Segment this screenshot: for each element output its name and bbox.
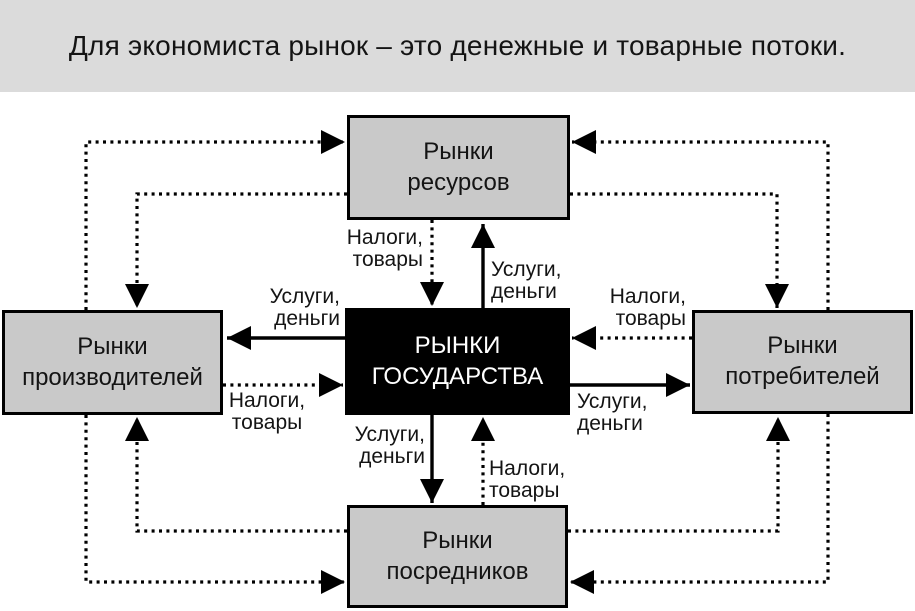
box-resources-label-line1: Рынки [423, 137, 494, 165]
box-resources-markets: Рынки ресурсов [347, 115, 570, 220]
arrow-producers-to-intermediaries-dotted [84, 415, 345, 594]
box-consumers-label-line2: потребителей [725, 363, 880, 390]
page-title: Для экономиста рынок – это денежные и то… [68, 30, 847, 61]
box-intermediaries-markets: Рынки посредников [347, 505, 568, 608]
box-producers-markets: Рынки производителей [2, 310, 223, 415]
arrow-intermediaries-to-producers-dotted [125, 417, 347, 533]
label-consumers-to-state: Налоги, товары [609, 285, 686, 330]
arrow-resources-to-producers-dotted [125, 192, 347, 308]
label-intermediaries-to-state: Налоги, товары [489, 457, 566, 502]
arrow-producers-to-resources-dotted [84, 130, 345, 310]
label-producers-to-state: Налоги, товары [228, 389, 306, 434]
label-state-to-producers: Услуги, деньги [269, 285, 340, 330]
label-state-to-consumers: Услуги, деньги [577, 390, 648, 435]
box-consumers-markets: Рынки потребителей [692, 310, 913, 414]
box-consumers-label-line1: Рынки [767, 332, 838, 360]
box-intermediaries-label-line2: посредников [386, 557, 529, 585]
arrow-consumers-to-intermediaries-dotted [570, 414, 830, 594]
label-state-to-resources: Услуги, деньги [491, 258, 562, 303]
label-state-to-intermediaries: Услуги, деньги [354, 423, 425, 468]
title-banner: Для экономиста рынок – это денежные и то… [0, 0, 915, 92]
box-producers-label-line1: Рынки [77, 332, 148, 360]
box-state-markets: РЫНКИ ГОСУДАРСТВА [345, 308, 570, 415]
box-state-label-line2: ГОСУДАРСТВА [371, 362, 544, 390]
box-producers-label-line2: производителей [22, 363, 203, 391]
box-intermediaries-label-line1: Рынки [422, 526, 493, 554]
label-resources-to-state: Налоги, товары [346, 226, 423, 271]
box-resources-label-line2: ресурсов [407, 168, 510, 196]
arrow-intermediaries-to-consumers-dotted [568, 417, 790, 533]
arrow-resources-to-consumers-dotted [570, 192, 789, 308]
box-state-label-line1: РЫНКИ [414, 331, 501, 359]
